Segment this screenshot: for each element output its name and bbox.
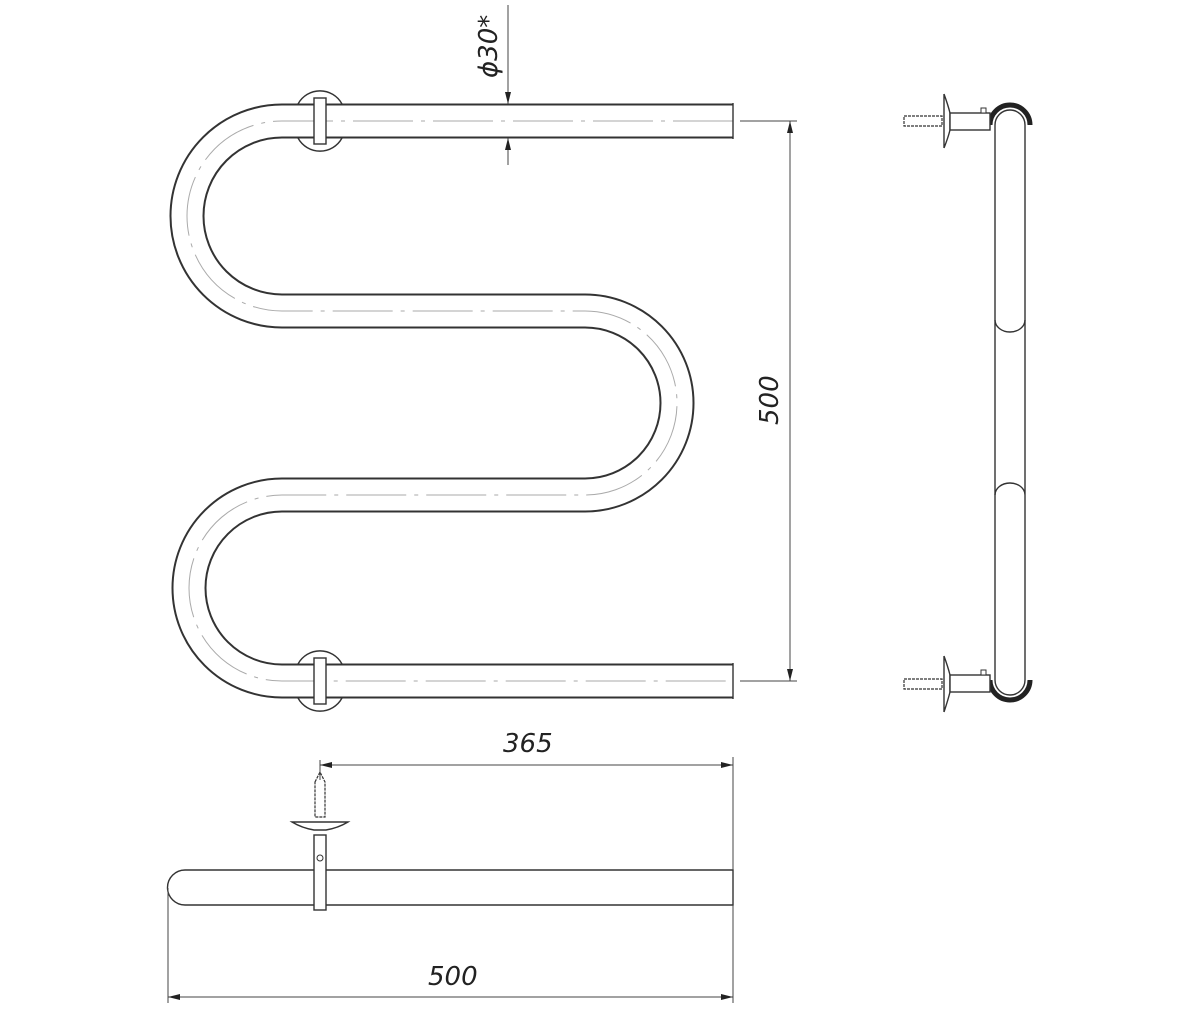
- offset-label: 365: [503, 729, 553, 759]
- wall-bracket-top: [297, 90, 343, 152]
- wall-bracket-bottom: [297, 650, 343, 712]
- tube-centerline: [186, 120, 733, 682]
- width-dimension: 500: [167, 888, 734, 1003]
- tube-fill: [171, 105, 734, 697]
- diameter-dimension: ϕ30*: [474, 5, 511, 165]
- top-view: 365 500: [166, 729, 734, 1003]
- wall-anchor-bottom: [903, 655, 991, 713]
- wall-anchor-top-view: [289, 770, 351, 911]
- offset-dimension: 365: [319, 729, 734, 870]
- width-label: 500: [428, 962, 478, 992]
- height-label: 500: [755, 375, 785, 425]
- height-dimension: 500: [740, 120, 797, 682]
- side-view: [903, 93, 1033, 713]
- wall-anchor-top: [903, 93, 991, 149]
- diameter-label: ϕ30*: [474, 15, 504, 78]
- tube-outline: [169, 103, 733, 699]
- front-view: ϕ30* 500: [169, 5, 797, 712]
